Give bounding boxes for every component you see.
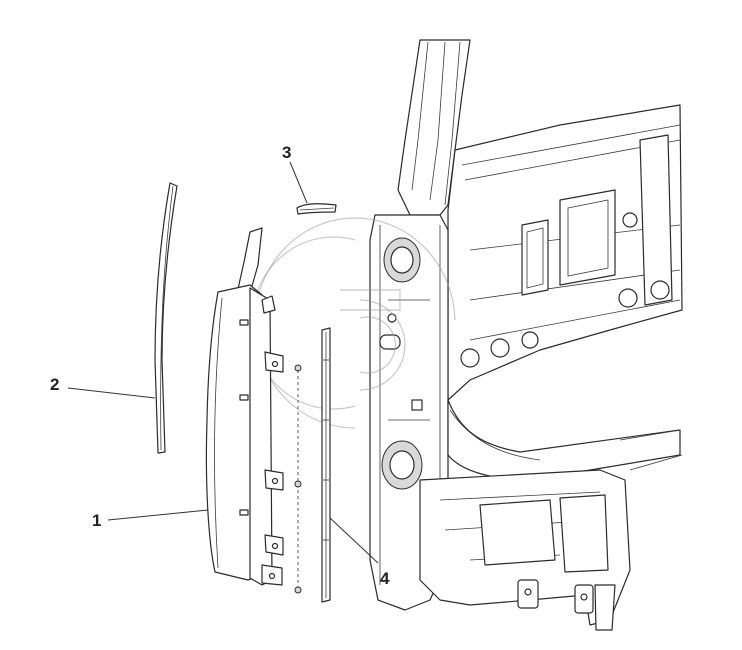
part-4-seal-strip: [321, 327, 331, 603]
callout-2: 2: [50, 375, 156, 399]
part-2-weatherstrip: [154, 182, 178, 454]
callout-1: 1: [92, 509, 209, 530]
fasteners: [294, 364, 302, 594]
callout-3: 3: [282, 143, 308, 204]
callout-label-1: 1: [92, 511, 101, 530]
callout-label-4: 4: [380, 569, 390, 588]
callout-4: 4: [329, 517, 390, 588]
callout-label-3: 3: [282, 143, 291, 162]
cab-door-frame: [369, 39, 683, 631]
part-1-deflector-panel: [205, 227, 284, 586]
callout-label-2: 2: [50, 375, 59, 394]
part-3-trim-clip: [296, 203, 337, 215]
